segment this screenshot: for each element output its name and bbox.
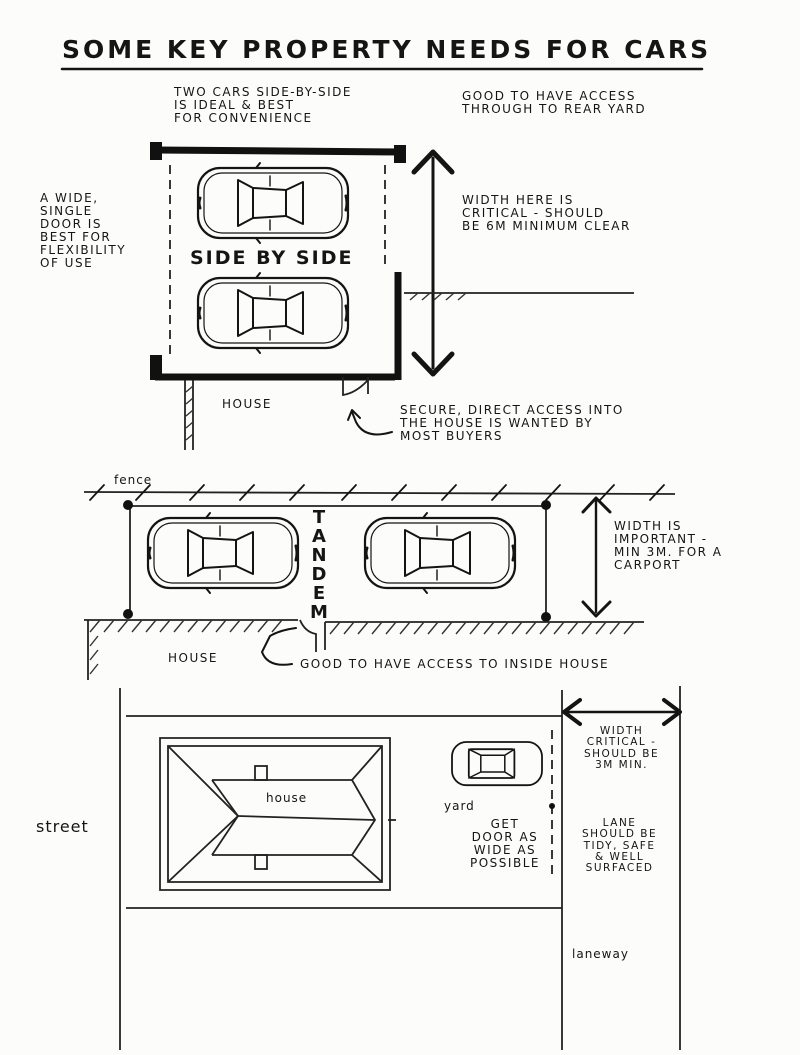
note-lane-tidy: LANE SHOULD BE TIDY, SAFE & WELL SURFACE…	[582, 817, 658, 875]
note-width-3m: WIDTH CRITICAL - should be 3m MIN.	[584, 725, 660, 771]
note-width-6m: WIDTH HERE IS CRITICAL - SHOULD BE 6M MI…	[462, 193, 631, 233]
label-fence: fence	[114, 473, 153, 487]
site-plan	[119, 686, 682, 1050]
note-secure-access: SECURE, DIRECT ACCESS INTO THE HOUSE IS …	[400, 403, 624, 443]
note-access-inside-house: GOOD TO HAVE ACCESS TO INSIDE HOUSE	[300, 657, 610, 671]
note-rear-yard-access: GOOD TO HAVE ACCESS THROUGH TO REAR YARD	[462, 89, 647, 116]
note-two-cars: TWO CARS SIDE-BY-SIDE IS IDEAL & BEST FO…	[174, 85, 352, 125]
label-tandem: TANDEM	[310, 507, 328, 623]
note-width-3m-carport: WIDTH IS IMPORTANT - MIN 3M. FOR A CARPO…	[614, 519, 723, 572]
label-yard: yard	[444, 799, 475, 813]
label-street: street	[36, 817, 89, 836]
label-laneway: laneway	[572, 947, 629, 961]
note-wide-door: A WIDE, SINGLE DOOR IS BEST FOR FLEXIBIL…	[40, 191, 127, 270]
tandem-carport	[83, 484, 676, 680]
note-door-wide: GET DOOR AS WIDE AS POSSIBLE	[470, 817, 540, 870]
side-by-side-garage	[150, 142, 634, 450]
label-house-tandem: HOUSE	[168, 651, 218, 665]
page-title: SOME KEY PROPERTY NEEDS FOR CARS	[62, 35, 712, 64]
label-house-top: HOUSE	[222, 397, 272, 411]
label-site-house: house	[266, 791, 308, 805]
label-side-by-side: SIDE BY SIDE	[190, 247, 354, 269]
